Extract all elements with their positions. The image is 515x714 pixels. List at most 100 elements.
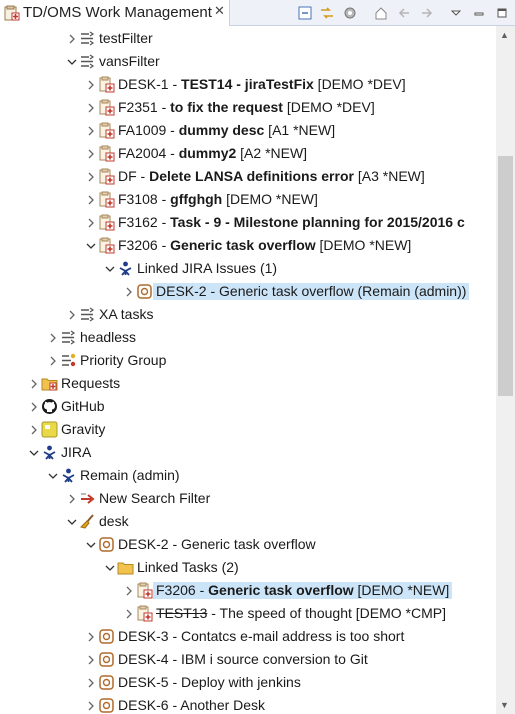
label-segment: Delete LANSA definitions error — [149, 168, 354, 184]
collapse-arrow-icon[interactable] — [66, 510, 78, 533]
tree-item-F3206-linked[interactable]: F3206 - Generic task overflow [DEMO *NEW… — [0, 579, 496, 602]
tree-item-new-search-filter[interactable]: New Search Filter — [0, 487, 496, 510]
scrollbar-thumb[interactable] — [498, 156, 513, 396]
tree-item-label: DESK-2 - Generic task overflow — [118, 536, 316, 553]
tree-item-gravity[interactable]: Gravity — [0, 418, 496, 441]
tree-item-priority-group[interactable]: Priority Group — [0, 349, 496, 372]
issue-icon — [136, 283, 153, 300]
minimize-icon[interactable] — [470, 4, 488, 22]
tree-item-DESK-2-linked[interactable]: DESK-2 - Generic task overflow (Remain (… — [0, 280, 496, 303]
tree-item-jira[interactable]: JIRA — [0, 441, 496, 464]
tree-item-label: DF - Delete LANSA definitions error [A3 … — [118, 168, 425, 185]
expand-arrow-icon[interactable] — [85, 73, 97, 96]
back-icon[interactable] — [395, 4, 413, 22]
tree-item-TEST13[interactable]: TEST13 - The speed of thought [DEMO *CMP… — [0, 602, 496, 625]
tree-item-remain-admin[interactable]: Remain (admin) — [0, 464, 496, 487]
issue-icon — [98, 536, 115, 553]
tree-item-github[interactable]: GitHub — [0, 395, 496, 418]
task-icon — [98, 122, 115, 139]
task-icon — [98, 168, 115, 185]
tree-item-FA2004[interactable]: FA2004 - dummy2 [A2 *NEW] — [0, 142, 496, 165]
vertical-scrollbar[interactable]: ▲ ▼ — [496, 26, 515, 714]
tree-item-label: Linked Tasks (2) — [137, 559, 239, 576]
issue-icon — [98, 674, 115, 691]
forward-icon[interactable] — [418, 4, 436, 22]
expand-arrow-icon[interactable] — [66, 487, 78, 510]
expand-arrow-icon[interactable] — [85, 165, 97, 188]
tree-item-DF[interactable]: DF - Delete LANSA definitions error [A3 … — [0, 165, 496, 188]
tree-item-F2351[interactable]: F2351 - to fix the request [DEMO *DEV] — [0, 96, 496, 119]
view-tab[interactable]: TD/OMS Work Management ✕ — [0, 0, 230, 26]
expand-arrow-icon[interactable] — [66, 303, 78, 326]
expand-arrow-icon[interactable] — [47, 349, 59, 372]
label-segment: TEST14 - jiraTestFix — [181, 76, 314, 92]
close-icon[interactable]: ✕ — [214, 3, 225, 18]
collapse-arrow-icon[interactable] — [85, 234, 97, 257]
filter-icon — [79, 53, 96, 70]
label-segment: gffghgh — [170, 191, 223, 207]
tree-item-XA-tasks[interactable]: XA tasks — [0, 303, 496, 326]
collapse-arrow-icon[interactable] — [104, 257, 116, 280]
expand-arrow-icon[interactable] — [85, 694, 97, 714]
tree-item-DESK-1[interactable]: DESK-1 - TEST14 - jiraTestFix [DEMO *DEV… — [0, 73, 496, 96]
label-segment: desk — [99, 513, 129, 529]
settings-icon[interactable] — [341, 4, 359, 22]
label-segment: F3162 - — [118, 214, 171, 230]
label-segment: DESK-2 - Generic task overflow — [118, 536, 316, 552]
collapse-arrow-icon[interactable] — [28, 441, 40, 464]
expand-arrow-icon[interactable] — [28, 395, 40, 418]
tree-item-linked-jira-issues[interactable]: Linked JIRA Issues (1) — [0, 257, 496, 280]
tree-item-F3108[interactable]: F3108 - gffghgh [DEMO *NEW] — [0, 188, 496, 211]
tree-item-headless[interactable]: headless — [0, 326, 496, 349]
collapse-arrow-icon[interactable] — [104, 556, 116, 579]
label-segment: F3206 - — [118, 237, 171, 253]
tree-item-DESK-3[interactable]: DESK-3 - Contatcs e-mail address is too … — [0, 625, 496, 648]
expand-arrow-icon[interactable] — [85, 671, 97, 694]
expand-arrow-icon[interactable] — [28, 418, 40, 441]
expand-arrow-icon[interactable] — [85, 211, 97, 234]
tree-item-F3206[interactable]: F3206 - Generic task overflow [DEMO *NEW… — [0, 234, 496, 257]
home-icon[interactable] — [372, 4, 390, 22]
tree-item-F3162[interactable]: F3162 - Task - 9 - Milestone planning fo… — [0, 211, 496, 234]
tree-item-requests[interactable]: Requests — [0, 372, 496, 395]
tree-item-vansFilter[interactable]: vansFilter — [0, 50, 496, 73]
tree-item-DESK-4[interactable]: DESK-4 - IBM i source conversion to Git — [0, 648, 496, 671]
collapse-arrow-icon[interactable] — [47, 464, 59, 487]
scroll-down-icon[interactable]: ▼ — [500, 700, 509, 710]
tree-item-linked-tasks[interactable]: Linked Tasks (2) — [0, 556, 496, 579]
expand-arrow-icon[interactable] — [28, 372, 40, 395]
expand-arrow-icon[interactable] — [47, 326, 59, 349]
expand-arrow-icon[interactable] — [66, 27, 78, 50]
expand-arrow-icon[interactable] — [85, 188, 97, 211]
label-segment: XA tasks — [99, 306, 154, 322]
expand-arrow-icon[interactable] — [123, 602, 135, 625]
expand-arrow-icon[interactable] — [85, 142, 97, 165]
collapse-arrow-icon[interactable] — [85, 533, 97, 556]
tree-item-label: F2351 - to fix the request [DEMO *DEV] — [118, 99, 375, 116]
expand-arrow-icon[interactable] — [85, 648, 97, 671]
collapse-arrow-icon[interactable] — [66, 50, 78, 73]
tree-item-desk[interactable]: desk — [0, 510, 496, 533]
tree-item-FA1009[interactable]: FA1009 - dummy desc [A1 *NEW] — [0, 119, 496, 142]
label-segment: Generic task overflow — [170, 237, 316, 253]
link-editor-icon[interactable] — [318, 4, 336, 22]
view-menu-icon[interactable] — [447, 4, 465, 22]
label-segment: [DEMO *DEV] — [313, 76, 406, 92]
tree-item-testFilter[interactable]: testFilter — [0, 27, 496, 50]
expand-arrow-icon[interactable] — [85, 119, 97, 142]
tree-item-DESK-2[interactable]: DESK-2 - Generic task overflow — [0, 533, 496, 556]
expand-arrow-icon[interactable] — [85, 625, 97, 648]
collapse-all-icon[interactable] — [296, 4, 314, 22]
expand-arrow-icon[interactable] — [123, 579, 135, 602]
maximize-icon[interactable] — [493, 4, 511, 22]
tree-item-label: Remain (admin) — [80, 467, 180, 484]
scroll-up-icon[interactable]: ▲ — [500, 30, 509, 40]
label-segment: - The speed of thought [DEMO *CMP] — [207, 605, 446, 621]
tree-item-label: XA tasks — [99, 306, 153, 323]
tree-item-DESK-6[interactable]: DESK-6 - Another Desk — [0, 694, 496, 714]
tree-item-DESK-5[interactable]: DESK-5 - Deploy with jenkins — [0, 671, 496, 694]
expand-arrow-icon[interactable] — [123, 280, 135, 303]
tree-item-label: vansFilter — [99, 53, 160, 70]
expand-arrow-icon[interactable] — [85, 96, 97, 119]
